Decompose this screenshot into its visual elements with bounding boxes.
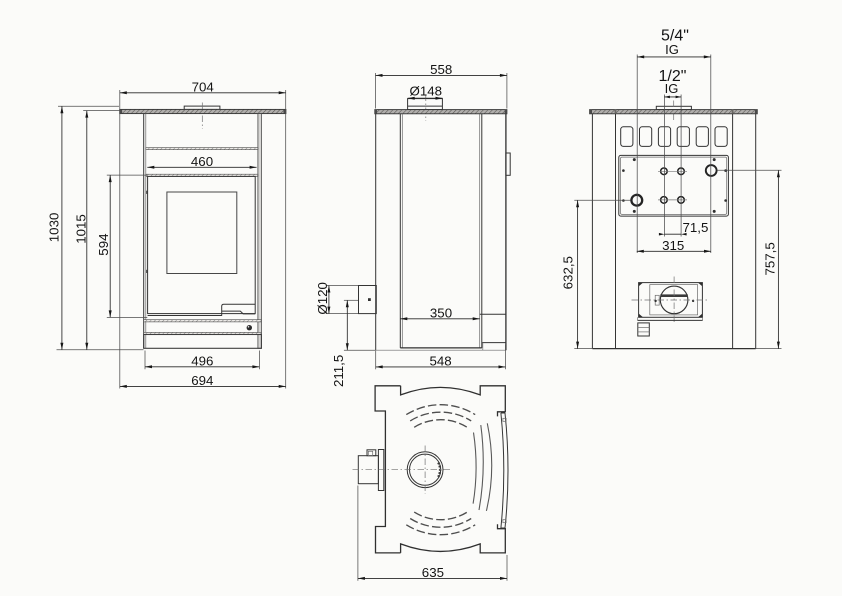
svg-text:IG: IG (665, 81, 679, 96)
svg-text:594: 594 (96, 234, 111, 256)
svg-text:211,5: 211,5 (331, 355, 346, 387)
svg-text:460: 460 (191, 154, 213, 169)
svg-text:635: 635 (422, 565, 444, 580)
svg-text:1/2": 1/2" (659, 68, 687, 85)
svg-text:757,5: 757,5 (762, 242, 777, 275)
svg-text:71,5: 71,5 (683, 220, 709, 235)
svg-text:704: 704 (192, 79, 214, 94)
svg-text:496: 496 (191, 353, 213, 368)
svg-text:350: 350 (430, 305, 452, 320)
svg-text:694: 694 (191, 373, 213, 388)
svg-text:1030: 1030 (47, 213, 62, 243)
svg-text:IG: IG (665, 42, 679, 57)
svg-text:1015: 1015 (73, 214, 88, 244)
svg-text:5/4": 5/4" (661, 27, 689, 44)
svg-text:Ø148: Ø148 (410, 83, 443, 98)
svg-text:Ø120: Ø120 (315, 282, 330, 315)
svg-text:315: 315 (662, 238, 684, 253)
svg-text:632,5: 632,5 (561, 256, 576, 289)
svg-text:548: 548 (430, 354, 452, 369)
svg-text:558: 558 (430, 62, 452, 77)
